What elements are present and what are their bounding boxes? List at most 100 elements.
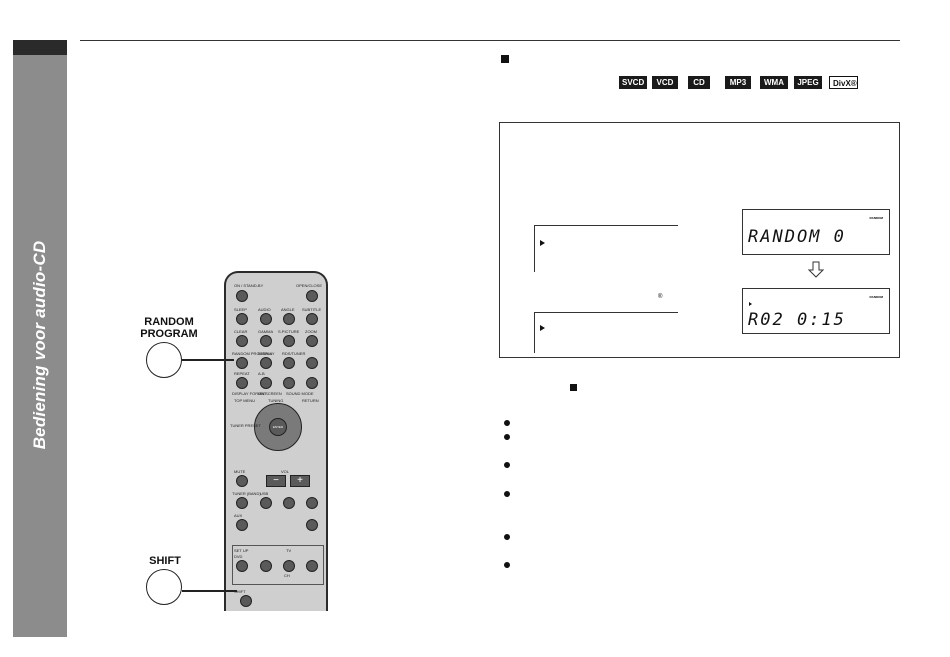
section-title: Bediening voor audio-CD bbox=[30, 240, 49, 450]
remote-label: ANGLE bbox=[281, 307, 295, 312]
random-program-leader bbox=[182, 359, 234, 361]
tuner-band-button[interactable] bbox=[236, 497, 248, 509]
sidebar-tab bbox=[13, 40, 67, 55]
random-program-button[interactable] bbox=[146, 342, 182, 378]
random-program-remote-button[interactable] bbox=[236, 357, 248, 369]
dvd-button[interactable] bbox=[236, 560, 248, 572]
channel-button[interactable] bbox=[283, 560, 295, 572]
remote-label: TOP MENU bbox=[234, 398, 255, 403]
shift-button[interactable] bbox=[146, 569, 182, 605]
shift-remote-button[interactable] bbox=[240, 595, 252, 607]
remote-label: SET UP bbox=[234, 548, 249, 553]
remote-label: SHIFT bbox=[234, 589, 246, 594]
remote-label: TV bbox=[286, 548, 292, 553]
remote-label: OPEN/CLOSE bbox=[296, 283, 323, 288]
volume-down-button[interactable]: − bbox=[266, 475, 286, 487]
usb-button[interactable] bbox=[260, 497, 272, 509]
remote-label: SOUND MODE bbox=[286, 391, 314, 396]
down-arrow-icon bbox=[807, 261, 825, 278]
stop-icon bbox=[570, 384, 577, 391]
mute-button[interactable] bbox=[236, 475, 248, 487]
shift-callout-label: SHIFT bbox=[149, 555, 181, 567]
lcd-screen-random-playing: RANDOM R02 0:15 bbox=[742, 288, 890, 334]
random-label: RANDOM bbox=[144, 316, 194, 328]
repeat-button[interactable] bbox=[236, 377, 248, 389]
remote-label: CH bbox=[284, 573, 290, 578]
remote-button[interactable] bbox=[306, 497, 318, 509]
open-close-button[interactable] bbox=[306, 290, 318, 302]
remote-label: AUDIO bbox=[258, 307, 271, 312]
lcd-screen-random-on: RANDOM RANDOM 0 bbox=[742, 209, 890, 255]
remote-label: TUNER PRESET bbox=[230, 423, 261, 428]
power-button[interactable] bbox=[236, 290, 248, 302]
play-icon bbox=[749, 302, 752, 306]
caption-bracket bbox=[534, 312, 678, 353]
list-bullet bbox=[504, 434, 510, 440]
remote-button[interactable] bbox=[306, 560, 318, 572]
gamma-button[interactable] bbox=[260, 335, 272, 347]
remote-label: RDS/TUNER bbox=[282, 351, 306, 356]
badge-mp3: MP3 bbox=[725, 76, 751, 89]
caption-bracket bbox=[534, 225, 678, 272]
remote-label: TUNING bbox=[268, 398, 284, 403]
remote-control: ON / STAND-BY OPEN/CLOSE SLEEP AUDIO ANG… bbox=[224, 271, 328, 611]
play-icon bbox=[540, 325, 545, 331]
list-bullet bbox=[504, 462, 510, 468]
remote-button[interactable] bbox=[283, 377, 295, 389]
sleep-button[interactable] bbox=[236, 313, 248, 325]
shift-leader bbox=[182, 590, 237, 592]
remote-label: DISPLAY bbox=[258, 351, 275, 356]
remote-label: ON SCREEN bbox=[258, 391, 282, 396]
aux-button[interactable] bbox=[236, 519, 248, 531]
list-bullet bbox=[504, 420, 510, 426]
remote-label: VOL bbox=[281, 469, 290, 474]
display-button[interactable] bbox=[260, 357, 272, 369]
enter-button[interactable]: ENTER bbox=[269, 418, 287, 436]
remote-label: A-B bbox=[258, 371, 265, 376]
top-rule bbox=[80, 40, 900, 41]
list-bullet bbox=[504, 562, 510, 568]
remote-label: DVD bbox=[234, 554, 243, 559]
remote-button[interactable] bbox=[306, 519, 318, 531]
list-bullet bbox=[504, 534, 510, 540]
badge-wma: WMA bbox=[760, 76, 788, 89]
random-program-callout-label: RANDOM PROGRAM bbox=[138, 316, 200, 340]
rds-button[interactable] bbox=[283, 357, 295, 369]
badge-jpeg: JPEG bbox=[794, 76, 822, 89]
remote-button[interactable] bbox=[283, 497, 295, 509]
list-bullet bbox=[504, 491, 510, 497]
remote-label: SUBTITLE bbox=[302, 307, 322, 312]
angle-button[interactable] bbox=[283, 313, 295, 325]
remote-button[interactable] bbox=[260, 560, 272, 572]
remote-label: ZOOM bbox=[305, 329, 317, 334]
s-picture-button[interactable] bbox=[283, 335, 295, 347]
remote-button[interactable] bbox=[306, 377, 318, 389]
remote-label: MUTE bbox=[234, 469, 246, 474]
volume-up-button[interactable]: + bbox=[290, 475, 310, 487]
zoom-button[interactable] bbox=[306, 335, 318, 347]
lcd-text: RANDOM 0 bbox=[748, 227, 846, 247]
remote-label: RETURN bbox=[302, 398, 319, 403]
remote-label: REPEAT bbox=[234, 371, 250, 376]
badge-divx: DivX® bbox=[829, 76, 858, 89]
remote-label: GAMMA bbox=[258, 329, 274, 334]
clear-button[interactable] bbox=[236, 335, 248, 347]
remote-label: DISPLAY FORMAT bbox=[232, 391, 267, 396]
remote-label: RANDOM PROGRAM bbox=[232, 351, 272, 356]
sidebar bbox=[13, 40, 67, 637]
remote-label: TUNER (BAND) bbox=[232, 491, 261, 496]
a-b-button[interactable] bbox=[260, 377, 272, 389]
tv-control-group bbox=[232, 545, 324, 585]
subtitle-button[interactable] bbox=[306, 313, 318, 325]
direction-pad[interactable]: ENTER bbox=[254, 403, 302, 451]
lcd-text: R02 0:15 bbox=[748, 310, 846, 330]
program-label: PROGRAM bbox=[140, 328, 198, 340]
badge-svcd: SVCD bbox=[619, 76, 647, 89]
remote-label: ON / STAND-BY bbox=[234, 283, 264, 288]
play-icon bbox=[540, 240, 545, 246]
heading-bullet bbox=[501, 55, 509, 63]
tuner-button[interactable] bbox=[306, 357, 318, 369]
audio-button[interactable] bbox=[260, 313, 272, 325]
remote-label: AUX bbox=[234, 513, 243, 518]
remote-label: S.PICTURE bbox=[278, 329, 300, 334]
